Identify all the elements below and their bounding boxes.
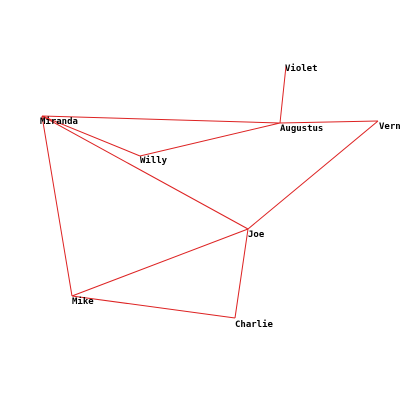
edge-mike-joe <box>71 228 249 297</box>
edge-violet-augustus <box>279 65 287 124</box>
node-label-violet: Violet <box>285 63 318 74</box>
edge-charlie-joe <box>234 228 249 319</box>
edge-vern-joe <box>247 120 379 230</box>
edge-miranda-joe <box>41 115 249 230</box>
edge-miranda-augustus <box>41 115 281 124</box>
edge-willy-augustus <box>139 122 281 157</box>
node-label-joe: Joe <box>248 230 265 240</box>
edge-mike-charlie <box>71 295 236 319</box>
edge-miranda-willy <box>41 115 141 157</box>
node-label-mike: Mike <box>72 296 94 307</box>
edge-miranda-mike <box>41 115 73 297</box>
node-label-charlie: Charlie <box>235 319 274 330</box>
graph-edges <box>41 65 379 319</box>
node-label-augustus: Augustus <box>280 124 323 134</box>
node-label-willy: Willy <box>140 155 168 166</box>
node-label-vern: Vern <box>379 122 400 132</box>
edge-augustus-vern <box>279 120 379 124</box>
node-label-miranda: Miranda <box>40 116 78 127</box>
